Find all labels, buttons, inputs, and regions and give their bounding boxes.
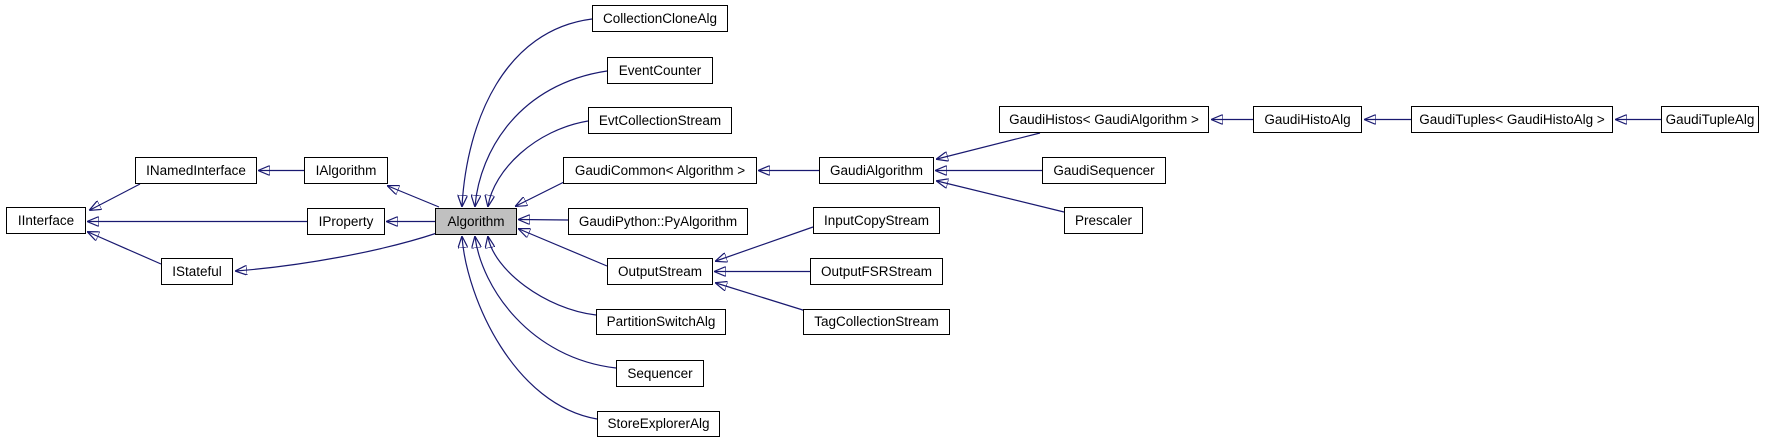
edge-prescaler-to-gaudialgorithm [937,181,1065,213]
edge-eventcounter-to-algorithm [475,70,608,206]
node-tagcollectionstream[interactable]: TagCollectionStream [803,309,950,335]
edge-tagcollectionstream-to-outputstream [716,283,807,312]
node-storeexploreralg[interactable]: StoreExplorerAlg [597,411,720,437]
node-gaudipython-pyalgorithm[interactable]: GaudiPython::PyAlgorithm [568,208,748,235]
edge-evtcollectionstream-to-algorithm [488,120,589,206]
node-outputstream[interactable]: OutputStream [607,258,713,285]
node-gaudisequencer[interactable]: GaudiSequencer [1042,157,1166,184]
node-inamedinterface[interactable]: INamedInterface [135,157,257,184]
edge-algorithm-to-istateful [236,232,438,271]
node-iproperty[interactable]: IProperty [307,208,385,235]
node-gaudicommon-algorithm[interactable]: GaudiCommon< Algorithm > [563,157,757,184]
node-sequencer[interactable]: Sequencer [616,360,704,387]
edge-gaudihistos-to-gaudialgorithm [937,132,1041,159]
node-gaudihistos-gaudialgorithm[interactable]: GaudiHistos< GaudiAlgorithm > [999,106,1209,133]
edge-sequencer-to-algorithm [475,237,617,369]
edge-collectionclonealg-to-algorithm [462,18,593,206]
node-outputfsrstream[interactable]: OutputFSRStream [810,258,943,285]
edge-inputcopystream-to-outputstream [716,226,814,261]
edge-outputstream-to-algorithm [519,229,608,267]
node-gaudituples-gaudihistoalg[interactable]: GaudiTuples< GaudiHistoAlg > [1411,106,1613,133]
node-gaudituplealg[interactable]: GaudiTupleAlg [1661,106,1759,133]
node-algorithm: Algorithm [435,208,517,235]
node-prescaler[interactable]: Prescaler [1064,207,1143,234]
edge-istateful-to-iinterface [88,232,162,265]
node-collectionclonealg[interactable]: CollectionCloneAlg [592,5,728,32]
node-evtcollectionstream[interactable]: EvtCollectionStream [588,107,732,134]
edge-partitionswitchalg-to-algorithm [488,237,597,316]
edge-algorithm-to-ialgorithm [388,186,440,208]
node-eventcounter[interactable]: EventCounter [607,57,713,84]
node-ialgorithm[interactable]: IAlgorithm [304,157,388,184]
node-partitionswitchalg[interactable]: PartitionSwitchAlg [596,309,726,335]
node-gaudihistoalg[interactable]: GaudiHistoAlg [1253,106,1362,133]
edge-gaudipython-pyalgorithm-to-algorithm [519,220,569,221]
node-inputcopystream[interactable]: InputCopyStream [813,207,940,234]
edge-inamedinterface-to-iinterface [90,183,141,210]
node-iinterface[interactable]: IInterface [6,207,86,234]
node-istateful[interactable]: IStateful [161,258,233,285]
edge-gaudicommon-to-algorithm [516,181,565,206]
node-gaudialgorithm[interactable]: GaudiAlgorithm [819,157,934,184]
edge-storeexploreralg-to-algorithm [462,237,598,420]
